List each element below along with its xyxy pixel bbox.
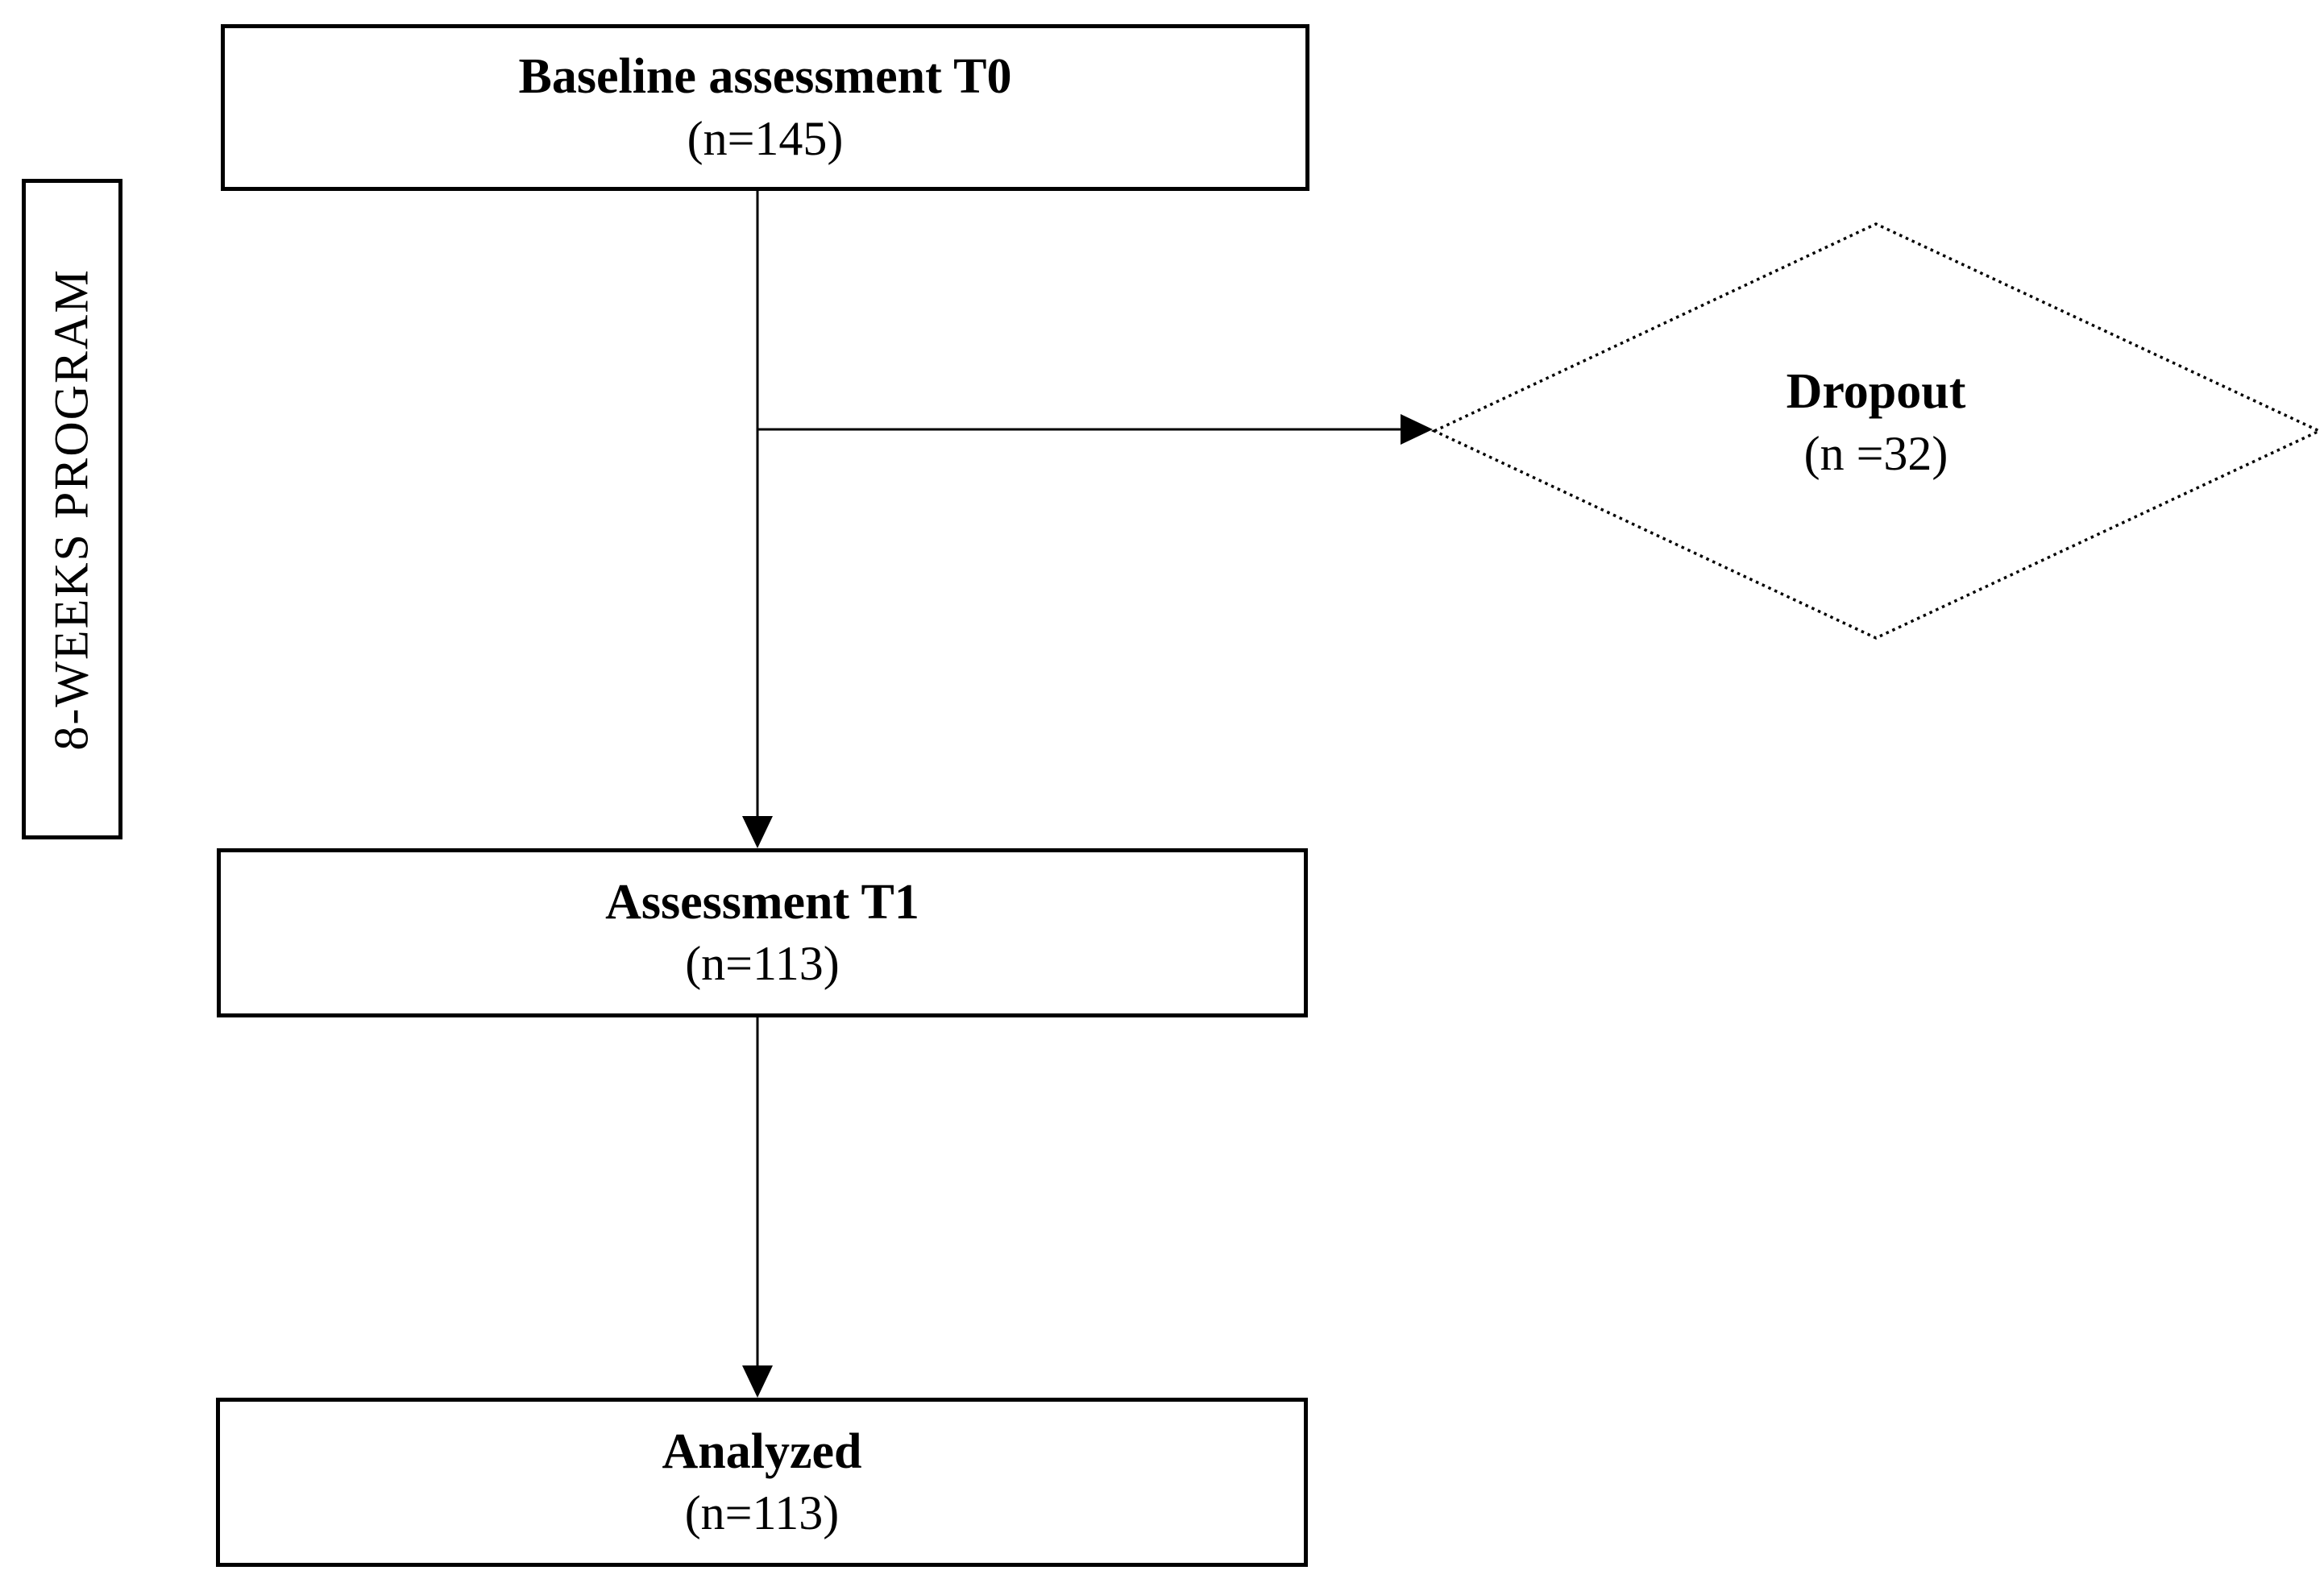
baseline-box-count: (n=145) — [687, 111, 844, 165]
arrowhead-down-icon — [742, 1365, 773, 1398]
dropout-title: Dropout — [1786, 364, 1966, 419]
program-side-label: 8-WEEKS PROGRAM — [45, 267, 99, 751]
arrowhead-right-icon — [1401, 414, 1433, 445]
arrowhead-down-icon — [742, 816, 773, 848]
program-side-label-box: 8-WEEKS PROGRAM — [22, 179, 122, 839]
analyzed-box-title: Analyzed — [662, 1423, 862, 1479]
dropout-count: (n =32) — [1803, 426, 1948, 480]
baseline-box-title: Baseline assessment T0 — [518, 49, 1012, 105]
dropout-diamond-label: Dropout (n =32) — [1634, 361, 2118, 484]
t1-box-count: (n=113) — [685, 937, 840, 991]
dropout-diamond-shape — [1430, 222, 2323, 640]
flow-box-analyzed: Analyzed (n=113) — [216, 1398, 1308, 1567]
flow-box-baseline-assessment: Baseline assessment T0 (n=145) — [221, 24, 1309, 191]
flow-box-assessment-t1: Assessment T1 (n=113) — [217, 848, 1308, 1017]
t1-box-title: Assessment T1 — [605, 874, 919, 930]
analyzed-box-count: (n=113) — [684, 1486, 840, 1540]
